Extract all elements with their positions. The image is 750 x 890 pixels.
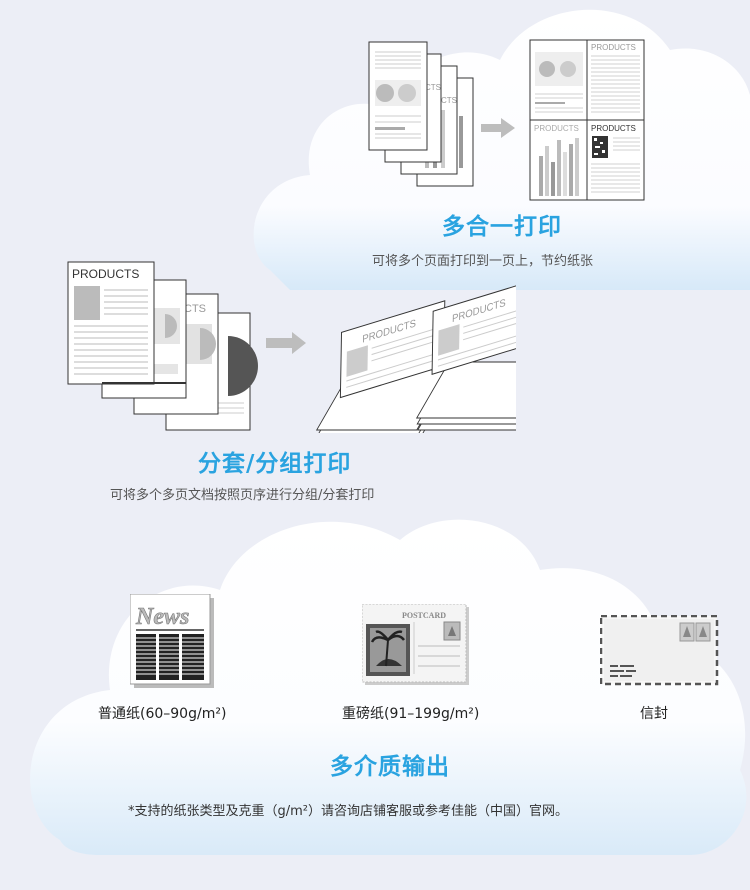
heavy-paper-label: 重磅纸(91–199g/m²)	[342, 706, 480, 722]
fragment-text: CTS	[184, 303, 206, 315]
collate-print-description: 可将多个多页文档按照页序进行分组/分套打印	[110, 488, 375, 503]
cloud-background-bottom	[0, 510, 750, 890]
plain-paper-label: 普通纸(60–90g/m²)	[98, 706, 227, 722]
fragment-text: CTS	[425, 83, 441, 92]
newspaper-masthead-text: News	[135, 604, 189, 630]
nup-print-title: 多合一打印	[442, 214, 562, 240]
media-output-title: 多介质输出	[330, 754, 450, 780]
page-label-text: PRODUCTS	[534, 124, 579, 133]
media-support-note: *支持的纸张类型及克重（g/m²）请咨询店铺客服或参考佳能（中国）官网。	[128, 804, 569, 819]
collate-print-illustration: CTS PRODUCTS PRODUCTS PRODUCTS	[67, 261, 516, 433]
page-label-text: PRODUCTS	[591, 124, 636, 133]
page-label-text: PRODUCTS	[72, 267, 139, 281]
arrow-right-icon	[266, 332, 306, 354]
postcard-heading-text: POSTCARD	[402, 611, 446, 620]
nup-print-illustration: CTS CTS PRODUCTS PRODUCTS PRODUCTS	[368, 39, 645, 201]
arrow-right-icon	[481, 118, 515, 138]
collate-print-title: 分套/分组打印	[198, 451, 352, 477]
source-page-1	[368, 41, 428, 151]
collated-set-1	[315, 369, 454, 433]
fragment-text: CTS	[441, 96, 457, 105]
envelope-image	[600, 615, 719, 686]
envelope-label: 信封	[640, 706, 668, 722]
collated-set-1-top: PRODUCTS	[339, 300, 446, 399]
nup-print-description: 可将多个页面打印到一页上，节约纸张	[372, 254, 594, 269]
collated-set-2	[415, 361, 516, 431]
heavy-paper-postcard-image: POSTCARD	[362, 604, 469, 685]
page-label-text: PRODUCTS	[591, 43, 636, 52]
plain-paper-newspaper-image: News	[130, 594, 214, 688]
collated-set-2-top: PRODUCTS	[431, 280, 516, 375]
source-page-1: PRODUCTS	[67, 261, 155, 385]
output-4up-sheet: PRODUCTS PRODUCTS PRODUCTS	[529, 39, 645, 201]
